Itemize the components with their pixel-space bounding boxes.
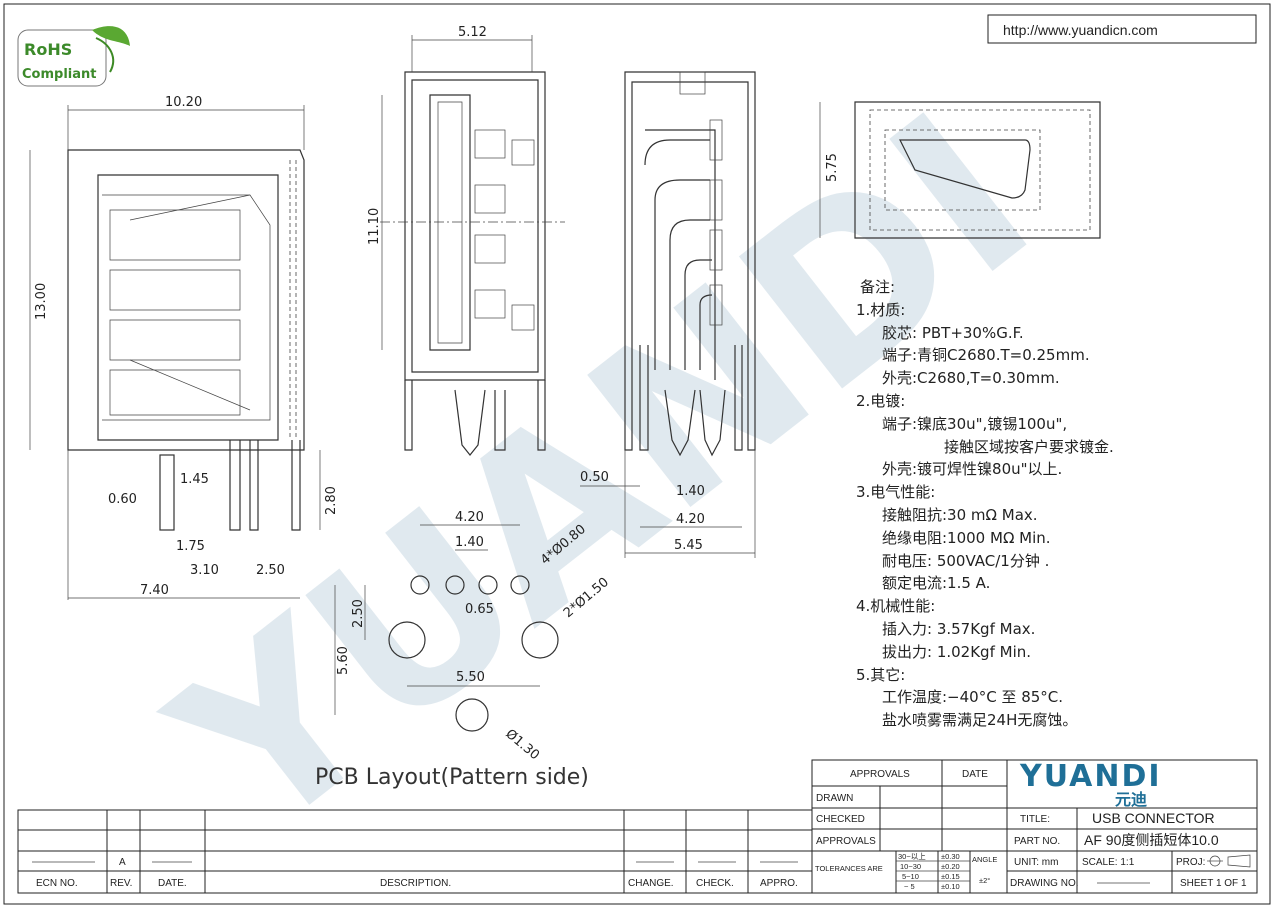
svg-text:3.10: 3.10 <box>190 563 219 578</box>
svg-text:额定电流:1.5 A.: 额定电流:1.5 A. <box>882 574 990 592</box>
url-box <box>987 14 1257 44</box>
svg-text:10.20: 10.20 <box>165 95 202 110</box>
svg-text:绝缘电阻:1000 MΩ Min.: 绝缘电阻:1000 MΩ Min. <box>882 529 1051 547</box>
svg-text:2.50: 2.50 <box>351 599 366 628</box>
svg-text:4.20: 4.20 <box>676 512 705 527</box>
svg-text:端子:青铜C2680.T=0.25mm.: 端子:青铜C2680.T=0.25mm. <box>882 346 1090 364</box>
url-text: http://www.yuandicn.com <box>1003 22 1158 38</box>
svg-text:5.75: 5.75 <box>825 153 840 182</box>
svg-text:ECN NO.: ECN NO. <box>36 878 78 889</box>
svg-text:0.50: 0.50 <box>580 470 609 485</box>
side-view: 10.20 13.00 1.45 0.60 2.80 1.75 3.10 2.5… <box>29 95 339 600</box>
svg-text:1.45: 1.45 <box>180 472 209 487</box>
svg-text:4.机械性能:: 4.机械性能: <box>856 597 935 615</box>
svg-text:拔出力: 1.02Kgf Min.: 拔出力: 1.02Kgf Min. <box>882 643 1031 661</box>
section-view: 0.50 1.40 4.20 5.45 <box>580 71 756 558</box>
svg-text:~ 5: ~ 5 <box>904 882 915 891</box>
svg-text:备注:: 备注: <box>860 278 895 296</box>
svg-text:AF 90度侧插短体10.0: AF 90度侧插短体10.0 <box>1084 832 1219 848</box>
svg-text:0.65: 0.65 <box>465 602 494 617</box>
svg-text:USB CONNECTOR: USB CONNECTOR <box>1092 810 1215 826</box>
svg-text:Ø1.30: Ø1.30 <box>502 727 542 764</box>
svg-text:10~30: 10~30 <box>900 862 921 871</box>
svg-text:5.60: 5.60 <box>336 646 351 675</box>
svg-text:SCALE: 1:1: SCALE: 1:1 <box>1082 857 1135 868</box>
notes: 备注: 1.材质: 胶芯: PBT+30%G.F. 端子:青铜C2680.T=0… <box>856 278 1114 729</box>
svg-text:接触阻抗:30 mΩ Max.: 接触阻抗:30 mΩ Max. <box>882 506 1038 524</box>
yuandi-logo: YUANDI <box>1019 759 1162 794</box>
svg-text:A: A <box>119 857 126 868</box>
svg-text:1.40: 1.40 <box>455 535 484 550</box>
svg-text:5.50: 5.50 <box>456 670 485 685</box>
svg-text:PROJ:: PROJ: <box>1176 857 1205 868</box>
svg-text:3.电气性能:: 3.电气性能: <box>856 483 935 501</box>
svg-text:5.其它:: 5.其它: <box>856 666 905 684</box>
svg-text:DRAWING NO.: DRAWING NO. <box>1010 878 1079 889</box>
svg-text:外壳:C2680,T=0.30mm.: 外壳:C2680,T=0.30mm. <box>882 369 1060 387</box>
svg-text:CHECKED: CHECKED <box>816 814 865 825</box>
title-block: APPROVALS DATE DRAWN CHECKED APPROVALS Y… <box>811 759 1258 894</box>
svg-text:元迪: 元迪 <box>1115 790 1147 809</box>
svg-text:工作温度:−40°C 至 85°C.: 工作温度:−40°C 至 85°C. <box>882 688 1063 706</box>
svg-text:1.材质:: 1.材质: <box>856 301 905 319</box>
svg-text:DATE.: DATE. <box>158 878 187 889</box>
svg-text:PART NO.: PART NO. <box>1014 836 1060 847</box>
svg-text:插入力: 3.57Kgf Max.: 插入力: 3.57Kgf Max. <box>882 620 1035 638</box>
svg-text:2.电镀:: 2.电镀: <box>856 392 905 410</box>
svg-text:DATE: DATE <box>962 769 988 780</box>
svg-text:外壳:镀可焊性镍80u"以上.: 外壳:镀可焊性镍80u"以上. <box>882 460 1062 478</box>
svg-text:CHECK.: CHECK. <box>696 878 734 889</box>
svg-text:11.10: 11.10 <box>367 208 382 245</box>
svg-text:DRAWN: DRAWN <box>816 793 853 804</box>
svg-text:ANGLE: ANGLE <box>972 855 997 864</box>
svg-text:30~以上: 30~以上 <box>898 852 926 861</box>
revision-block: A ECN NO. REV. DATE. DESCRIPTION. CHANGE… <box>17 809 813 894</box>
svg-text:0.60: 0.60 <box>108 492 137 507</box>
svg-text:±2°: ±2° <box>979 876 990 885</box>
svg-text:TITLE:: TITLE: <box>1020 814 1050 825</box>
svg-text:5.12: 5.12 <box>458 25 487 40</box>
svg-text:±0.15: ±0.15 <box>941 872 960 881</box>
svg-text:1.75: 1.75 <box>176 539 205 554</box>
sheet-border <box>3 3 1271 905</box>
svg-text:13.00: 13.00 <box>34 283 49 320</box>
svg-text:UNIT: mm: UNIT: mm <box>1014 857 1058 868</box>
svg-text:TOLERANCES ARE: TOLERANCES ARE <box>815 864 883 873</box>
svg-text:2.80: 2.80 <box>324 486 339 515</box>
svg-text:SHEET 1 OF 1: SHEET 1 OF 1 <box>1180 878 1247 889</box>
svg-text:5.45: 5.45 <box>674 538 703 553</box>
svg-text:CHANGE.: CHANGE. <box>628 878 674 889</box>
svg-text:盐水喷雾需满足24H无腐蚀。: 盐水喷雾需满足24H无腐蚀。 <box>882 711 1077 729</box>
svg-text:2.50: 2.50 <box>256 563 285 578</box>
svg-text:耐电压: 500VAC/1分钟 .: 耐电压: 500VAC/1分钟 . <box>882 552 1049 570</box>
svg-text:RoHS: RoHS <box>24 40 72 59</box>
top-view: 5.75 <box>819 101 1101 239</box>
svg-text:7.40: 7.40 <box>140 583 169 598</box>
svg-text:Compliant: Compliant <box>22 67 96 82</box>
svg-text:APPROVALS: APPROVALS <box>850 769 910 780</box>
svg-text:胶芯: PBT+30%G.F.: 胶芯: PBT+30%G.F. <box>882 324 1024 342</box>
svg-text:5~10: 5~10 <box>902 872 919 881</box>
svg-text:±0.20: ±0.20 <box>941 862 960 871</box>
svg-text:±0.10: ±0.10 <box>941 882 960 891</box>
rohs-logo: RoHS Compliant <box>17 26 130 87</box>
svg-text:APPRO.: APPRO. <box>760 878 798 889</box>
svg-text:REV.: REV. <box>110 878 132 889</box>
svg-text:接触区域按客户要求镀金.: 接触区域按客户要求镀金. <box>944 438 1114 456</box>
svg-text:4.20: 4.20 <box>455 510 484 525</box>
svg-text:1.40: 1.40 <box>676 484 705 499</box>
svg-text:±0.30: ±0.30 <box>941 852 960 861</box>
svg-text:APPROVALS: APPROVALS <box>816 836 876 847</box>
pcb-caption: PCB Layout(Pattern side) <box>315 765 589 790</box>
svg-text:端子:镍底30u",镀锡100u",: 端子:镍底30u",镀锡100u", <box>882 415 1067 433</box>
svg-text:DESCRIPTION.: DESCRIPTION. <box>380 878 451 889</box>
front-view: 5.12 11.10 <box>367 25 565 456</box>
